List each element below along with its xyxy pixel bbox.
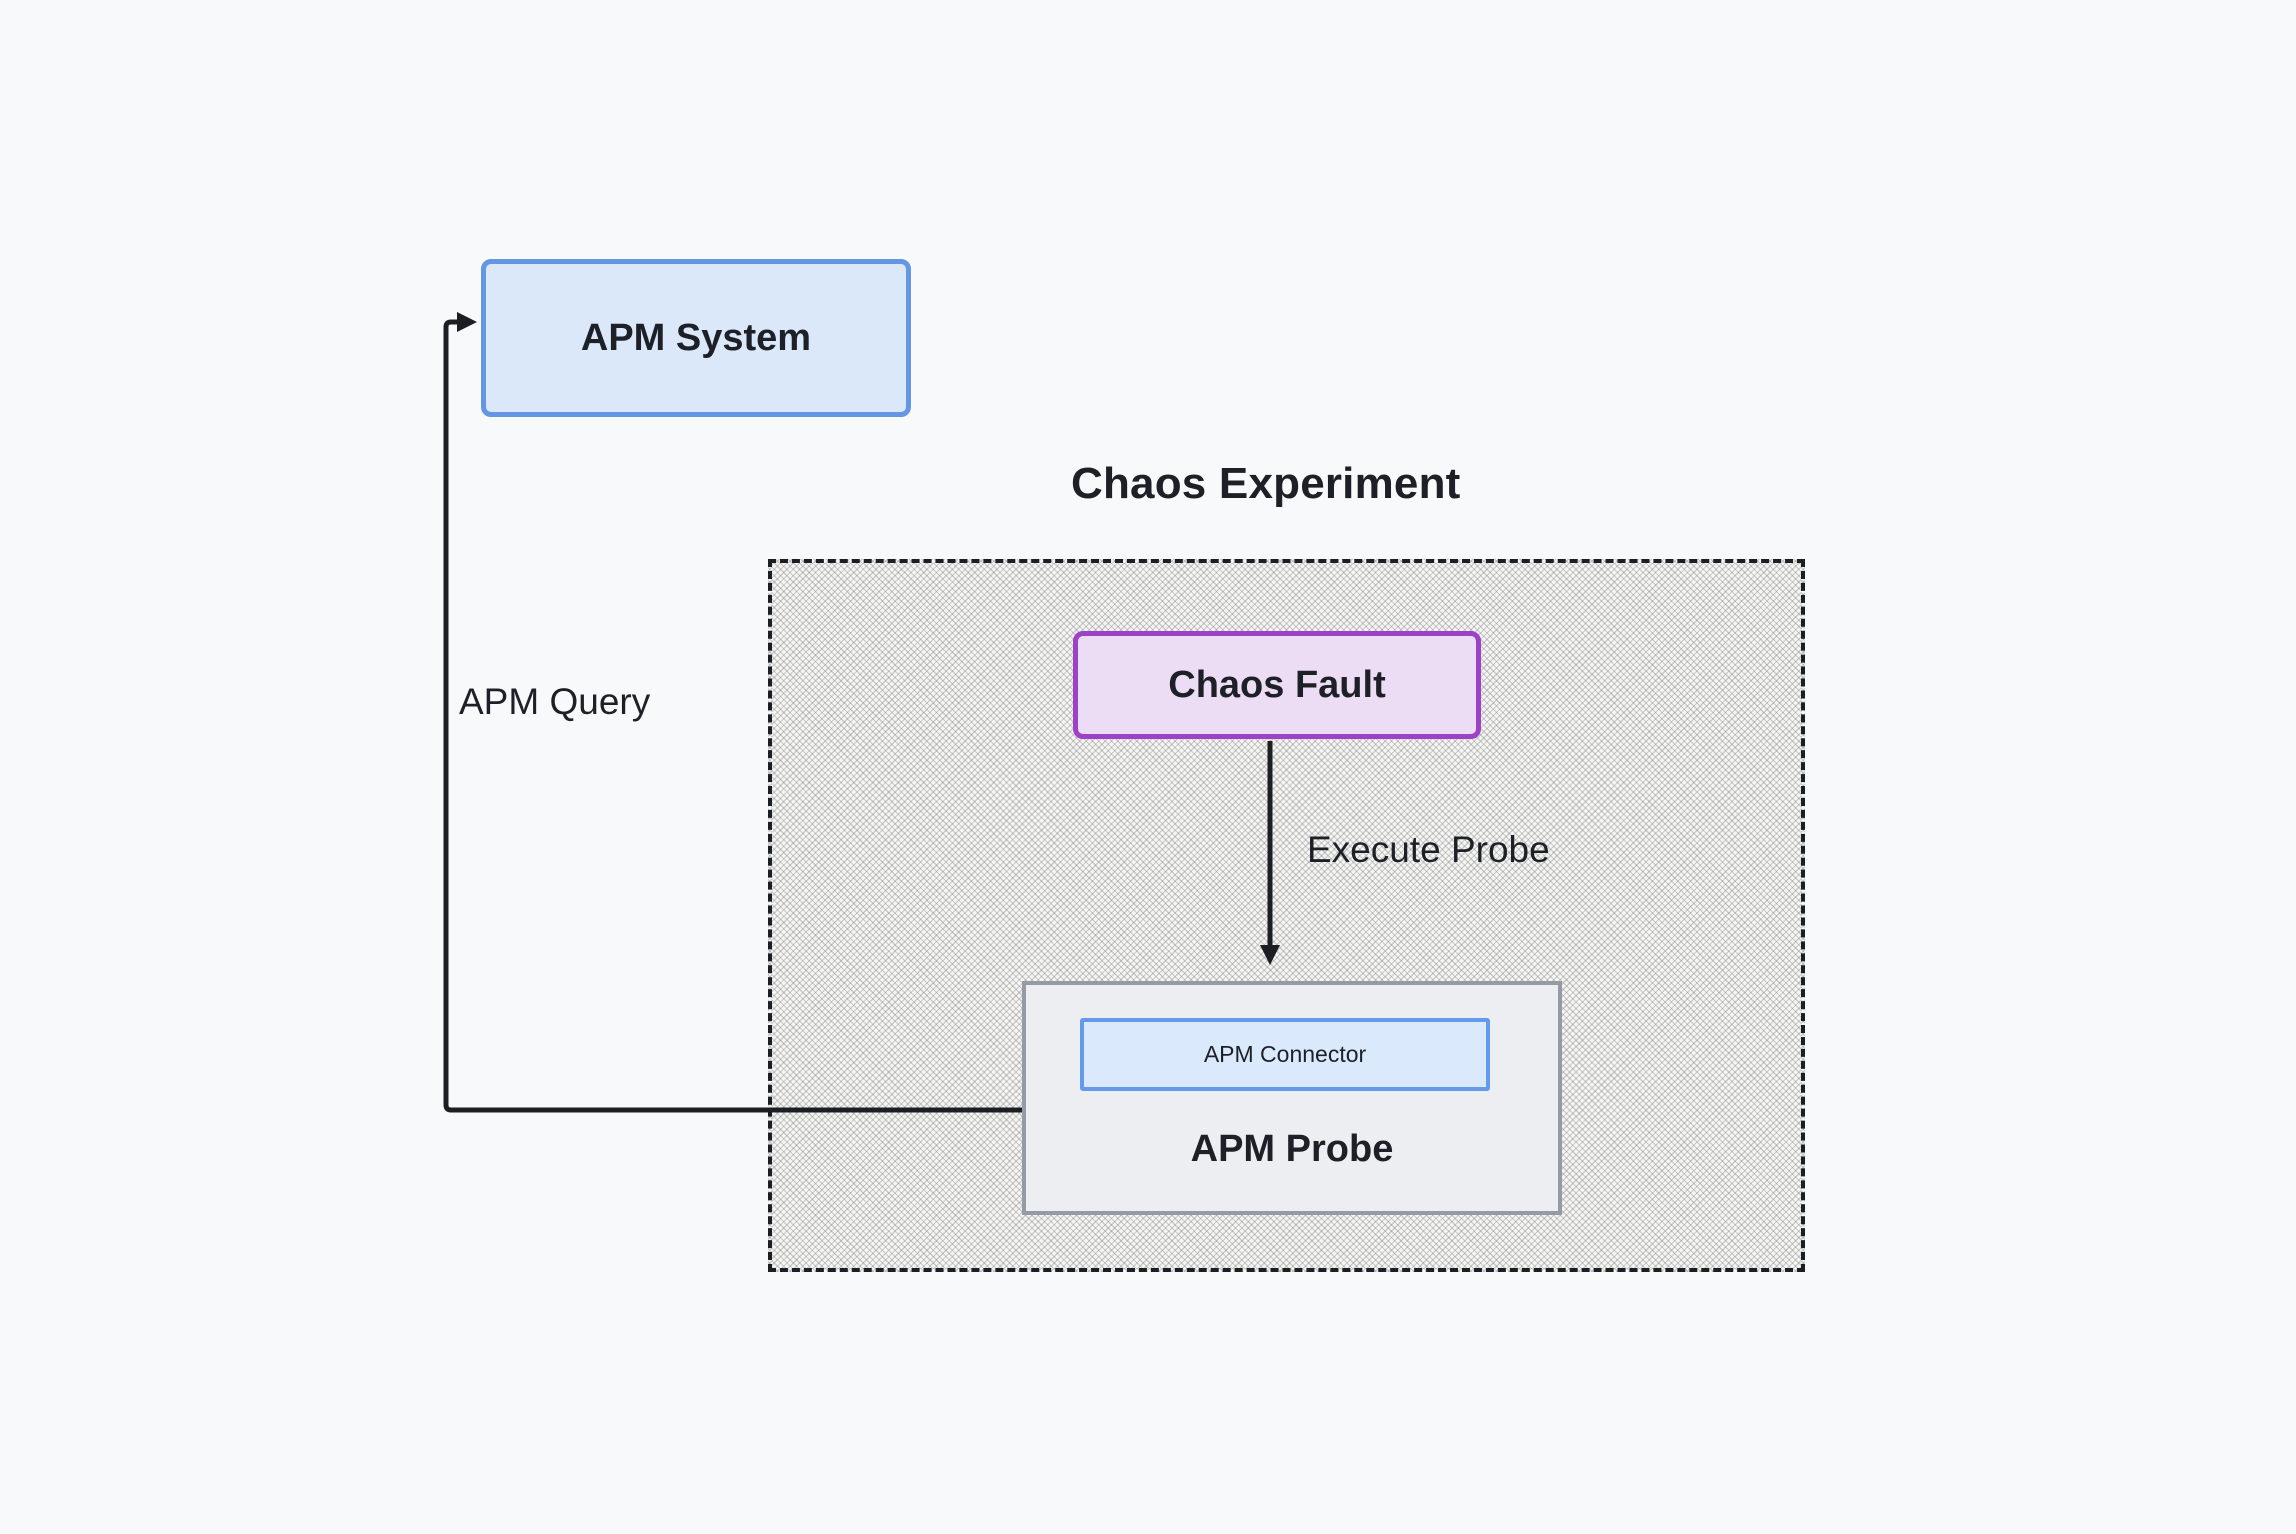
apm-query-edge-label: APM Query [459, 681, 651, 722]
node-apm-probe: APM Connector APM Probe [1022, 981, 1562, 1215]
apm-system-label: APM System [580, 316, 812, 359]
node-apm-system: APM System [481, 259, 911, 417]
node-chaos-fault: Chaos Fault [1073, 631, 1481, 739]
execute-probe-edge-label: Execute Probe [1307, 829, 1550, 870]
apm-probe-label: APM Probe [1190, 1128, 1394, 1170]
apm-query-arrowhead-icon [457, 312, 477, 332]
node-apm-connector: APM Connector [1080, 1018, 1490, 1091]
chaos-fault-label: Chaos Fault [1168, 663, 1386, 706]
chaos-experiment-title: Chaos Experiment [1071, 459, 1461, 508]
apm-connector-label: APM Connector [1203, 1041, 1367, 1067]
